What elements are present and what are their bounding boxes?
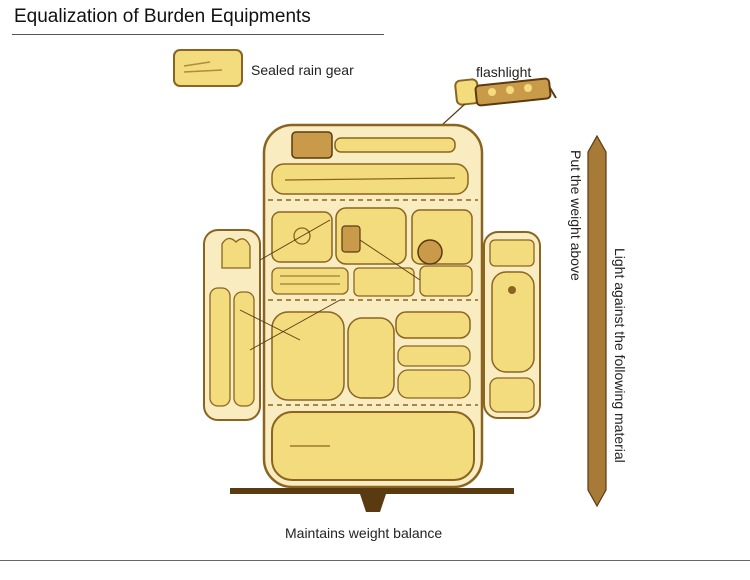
light-against-label: Light against the following material — [612, 248, 628, 463]
put-weight-label: Put the weight above — [568, 150, 584, 281]
flashlight-icon — [454, 77, 557, 107]
title-underline — [12, 34, 384, 35]
bottom-divider — [0, 560, 750, 561]
rain-gear-label: Sealed rain gear — [251, 62, 354, 78]
balance-label: Maintains weight balance — [285, 525, 443, 541]
flashlight-label: flashlight — [476, 64, 532, 80]
rain-gear-icon — [173, 49, 243, 87]
backpack-icon — [203, 123, 541, 489]
balance-board-icon — [230, 488, 514, 512]
vertical-arrow-icon — [587, 134, 607, 508]
diagram-title: Equalization of Burden Equipments — [14, 6, 311, 27]
